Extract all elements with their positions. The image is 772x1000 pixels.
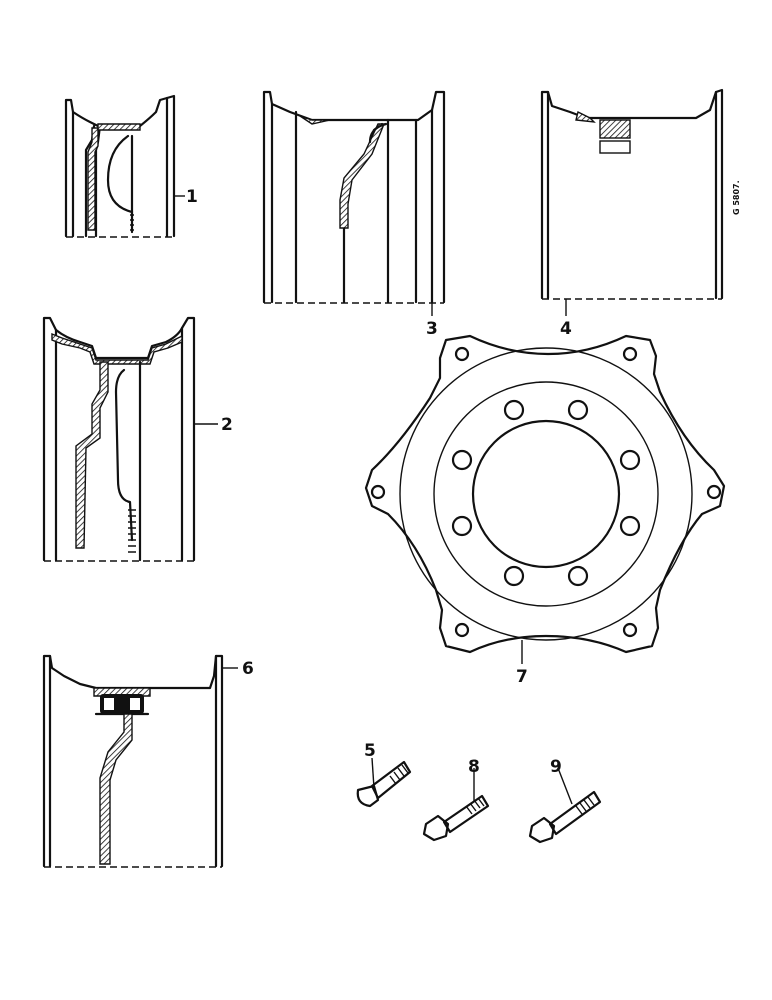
rim-part-2 [42,316,218,562]
mounting-holes [370,346,722,638]
callout-3: 3 [426,319,438,339]
callout-7: 7 [516,667,528,687]
carriage-bolt-part-5 [356,757,412,808]
callout-4: 4 [560,319,572,339]
callout-5: 5 [364,741,376,761]
rim-part-4: G 5807. [540,88,741,316]
hex-bolt-part-8 [422,768,490,842]
center-disc-part-7 [364,334,726,664]
stud-holes [451,399,641,587]
callout-2: 2 [221,415,233,435]
rim-part-1 [64,94,185,238]
callout-8: 8 [468,757,480,777]
callout-9: 9 [550,757,562,777]
callout-1: 1 [186,187,198,207]
callout-6: 6 [242,659,254,679]
rim-part-3 [262,90,446,316]
hex-bolt-part-9 [528,767,602,844]
rim-part-6 [42,654,238,868]
drawing-code: G 5807. [732,180,741,215]
